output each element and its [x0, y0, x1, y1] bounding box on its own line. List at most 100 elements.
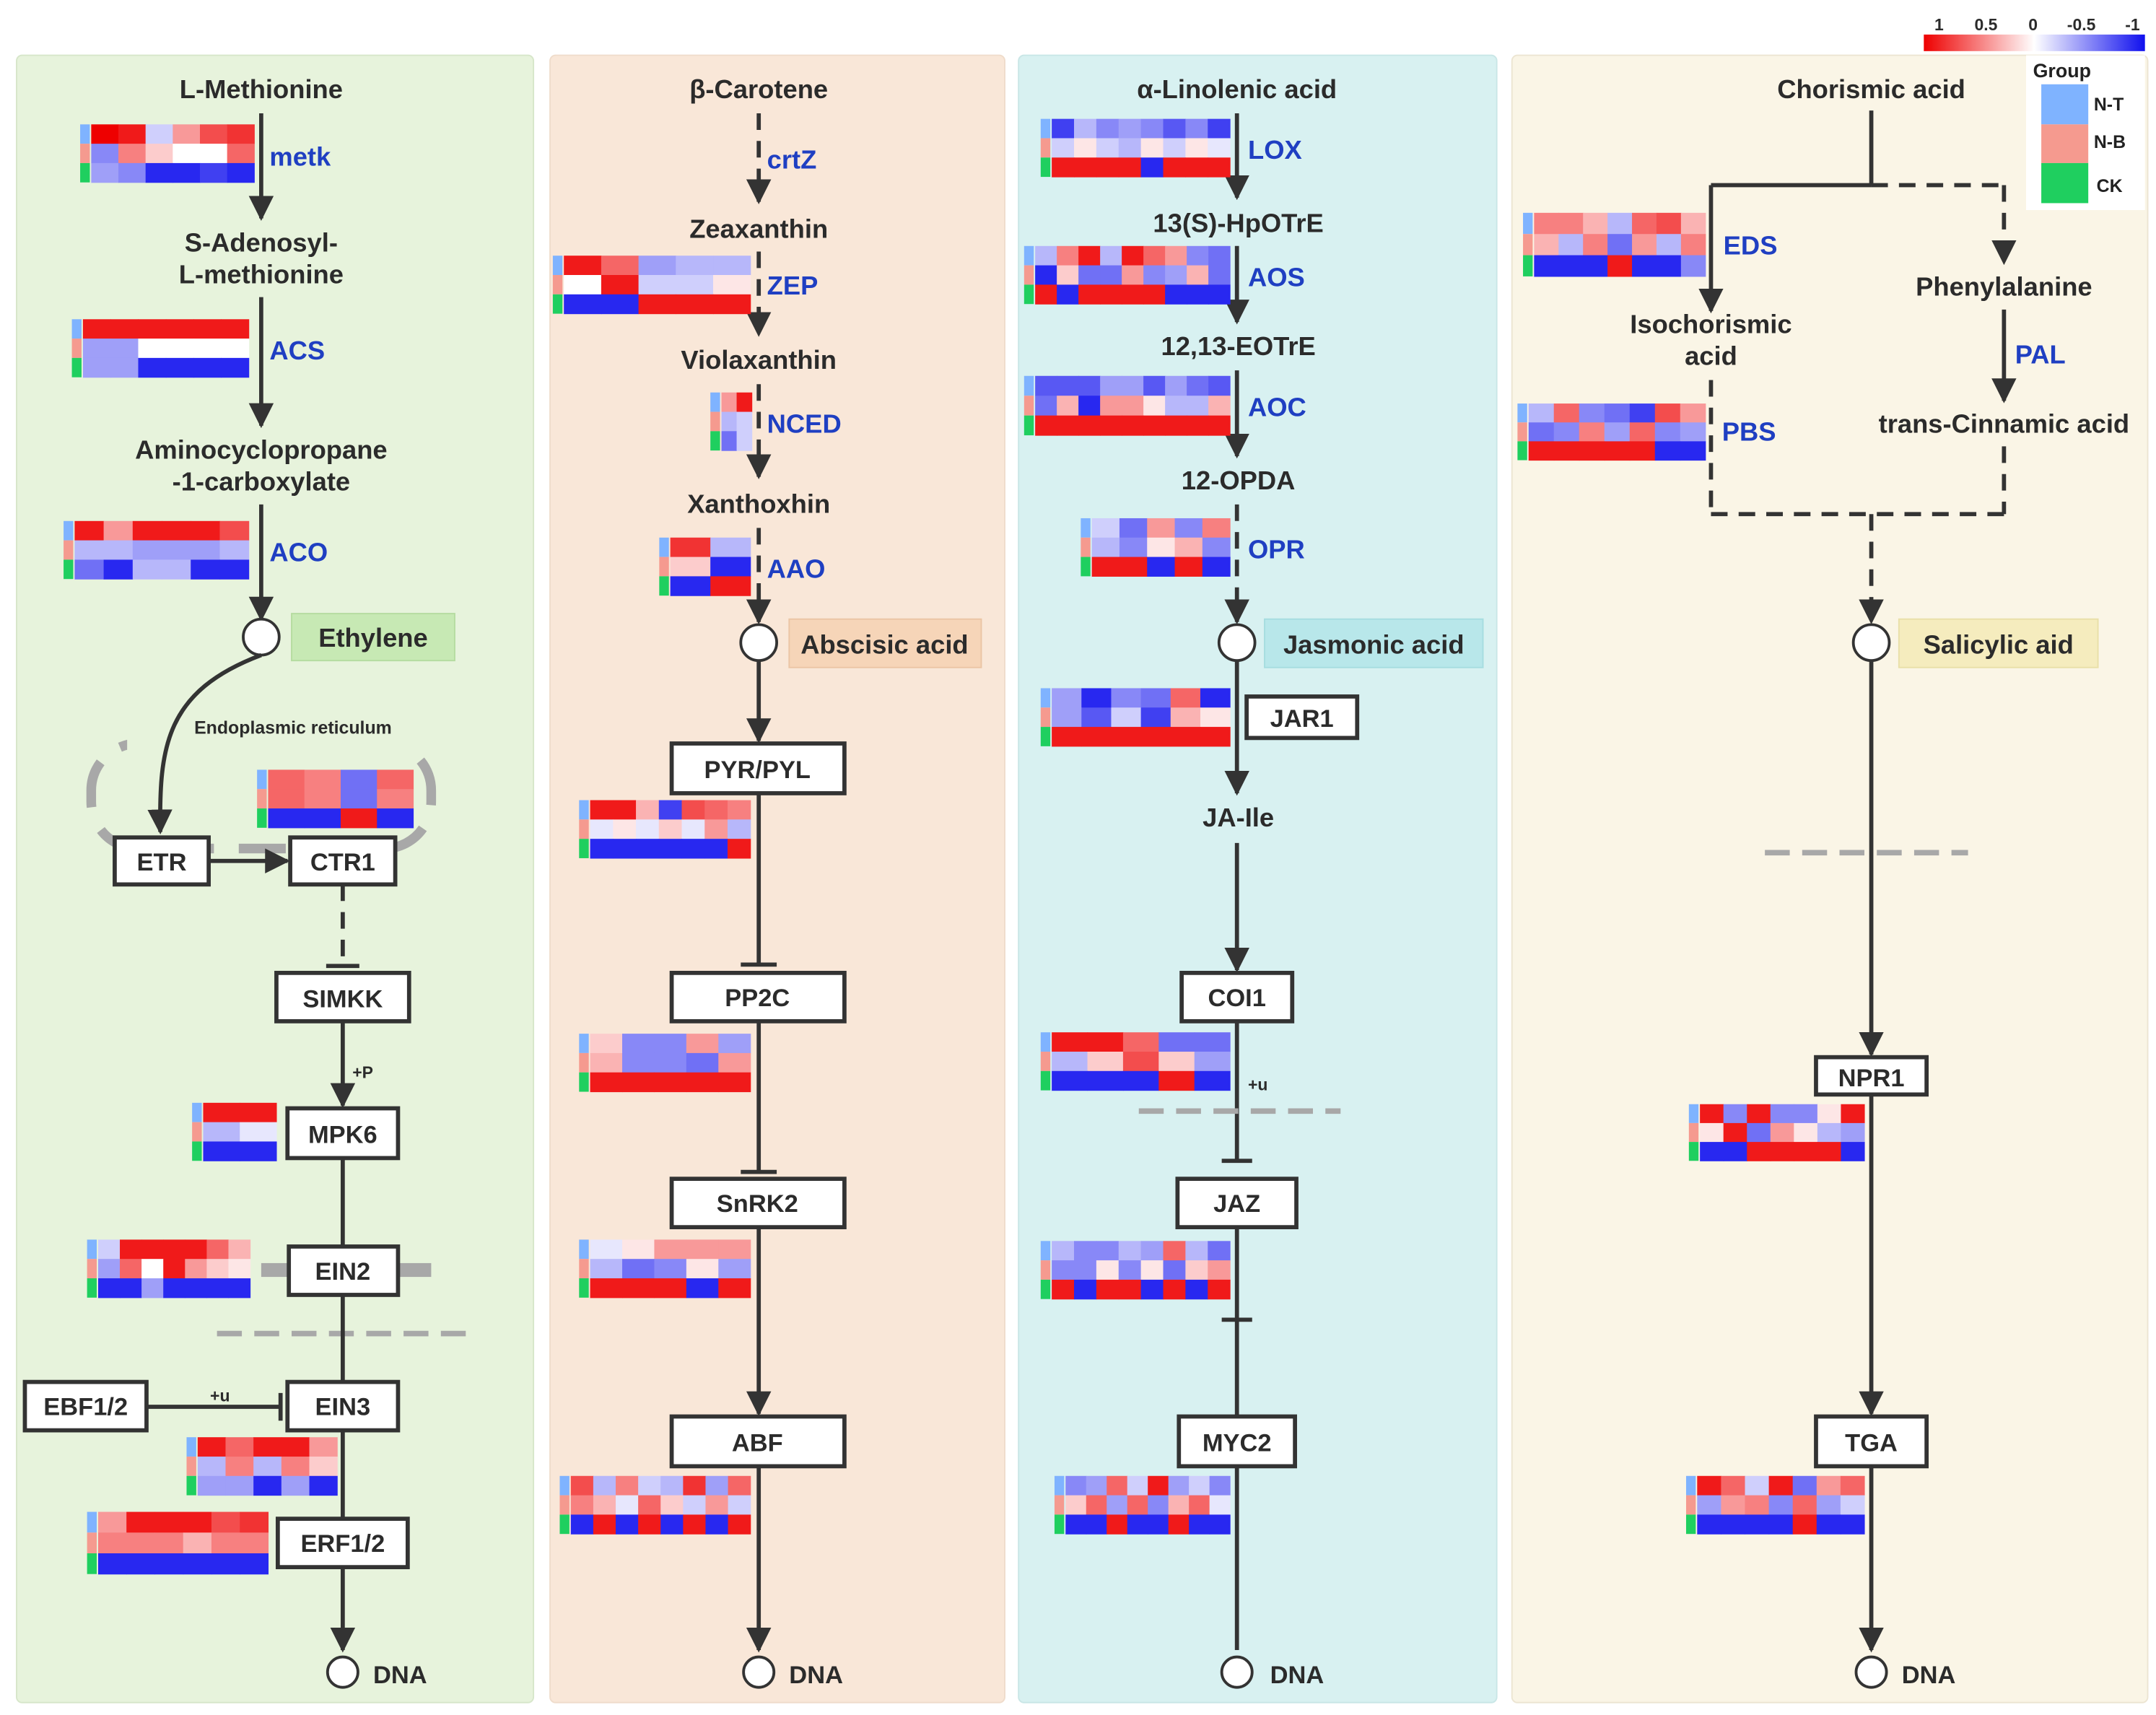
heatmap-cell	[1208, 245, 1231, 266]
heatmap-cell	[1185, 1279, 1208, 1300]
heatmap-cell	[713, 275, 751, 295]
heatmap-cell	[1122, 1051, 1159, 1072]
heatmap-cell	[1745, 1495, 1770, 1515]
heatmap-cell	[1187, 415, 1209, 436]
heatmap-cell	[1841, 1142, 1865, 1161]
ein3-label: EIN3	[315, 1394, 371, 1421]
heatmap-cell	[638, 1475, 661, 1496]
heatmap-cell	[185, 1239, 207, 1260]
heatmap-cell	[145, 162, 173, 183]
heatmap-cell	[91, 124, 119, 144]
heatmap-cell	[1111, 688, 1142, 708]
legend-tick-1: 1	[1934, 15, 1944, 34]
heatmap-cell	[590, 1052, 623, 1073]
heatmap-cell	[1122, 415, 1144, 436]
heatmap-cell	[103, 540, 134, 560]
heatmap-cell	[1680, 255, 1706, 277]
heatmap-cell	[132, 520, 162, 541]
heatmap-cell	[154, 1532, 184, 1554]
heatmap-group-strip	[64, 520, 74, 541]
heatmap-group-strip	[1040, 688, 1051, 708]
heatmap-cell	[141, 1278, 164, 1299]
heatmap-cell	[1140, 157, 1164, 178]
heatmap-cell	[601, 256, 640, 276]
heatmap-cell	[1840, 1514, 1865, 1535]
heatmap-cell	[1119, 518, 1148, 538]
heatmap-cell	[593, 1514, 616, 1535]
ethylene-label-box	[291, 613, 455, 662]
heatmap-cell	[1534, 212, 1559, 235]
heatmap-cell	[120, 1239, 142, 1260]
heatmap-cell	[1700, 1104, 1724, 1124]
heatmap-group-strip	[1024, 415, 1034, 436]
heatmap-cell	[1140, 707, 1171, 728]
heatmap-cell	[1553, 422, 1580, 442]
heatmap-cell	[1163, 1279, 1186, 1300]
heatmap-group-strip	[1040, 1279, 1051, 1299]
heatmap-cell	[686, 1259, 719, 1279]
heatmap-group-strip	[579, 1052, 589, 1073]
heatmap-cell	[1816, 1514, 1841, 1535]
heatmap-cell	[1143, 375, 1166, 396]
heatmap-cell	[1148, 1495, 1169, 1515]
heatmap-cell	[240, 1511, 269, 1533]
heatmap-group-strip	[579, 839, 589, 858]
heatmap-cell	[173, 162, 201, 183]
heatmap-cell	[240, 1553, 269, 1575]
heatmap-cell	[141, 1239, 164, 1260]
heatmap-cell	[377, 769, 414, 790]
heatmap-cell	[1792, 1495, 1817, 1515]
heatmap-cell	[74, 540, 105, 560]
heatmap-cell	[103, 520, 134, 541]
heatmap-cell	[120, 1259, 142, 1279]
heatmap-cell	[654, 1239, 687, 1260]
heatmap-cell	[638, 1514, 661, 1535]
heatmap-cell	[1528, 403, 1555, 423]
heatmap-cell	[710, 557, 751, 577]
heatmap-cell	[1185, 1241, 1208, 1261]
heatmap-cell	[710, 576, 751, 596]
heatmap-group-strip	[710, 411, 720, 432]
heatmap-cell	[616, 1495, 639, 1515]
heatmap-cell	[1143, 265, 1166, 285]
heatmap-group-strip	[579, 1072, 589, 1092]
heatmap-cell	[1558, 234, 1584, 256]
heatmap-cell	[162, 559, 191, 580]
heatmap-group-strip	[87, 1511, 97, 1533]
heatmap-group-strip	[1024, 396, 1034, 416]
heatmap-cell	[1629, 403, 1656, 423]
heatmap-cell	[686, 1239, 719, 1260]
heatmap-cell	[203, 1122, 240, 1143]
heatmap-cell	[199, 162, 228, 183]
ctr1-label: CTR1	[310, 849, 375, 876]
legend-tick-0.5: 0.5	[1975, 15, 1998, 34]
heatmap-group-strip	[1054, 1495, 1065, 1515]
heatmap-cell	[126, 1532, 156, 1554]
enzyme-aos: AOS	[1248, 262, 1305, 292]
heatmap-cell	[570, 1495, 594, 1515]
heatmap-cell	[1607, 234, 1633, 256]
heatmap-cell	[197, 1456, 227, 1477]
heatmap-cell	[253, 1456, 282, 1477]
heatmap-cell	[593, 1475, 616, 1496]
metabolite-linolenic-acid: α-Linolenic acid	[1137, 74, 1337, 104]
mpk6-box	[285, 1106, 401, 1161]
heatmap-cell	[590, 819, 614, 839]
heatmap-group-strip	[1024, 265, 1034, 285]
enzyme-crtz: crtZ	[767, 145, 817, 175]
heatmap-group-strip	[552, 256, 563, 276]
heatmap-cell	[240, 1102, 277, 1123]
erf-label: ERF1/2	[300, 1530, 385, 1558]
heatmap-cell	[1140, 138, 1164, 158]
heatmap-cell	[590, 1239, 623, 1260]
heatmap-cell	[564, 294, 602, 315]
heatmap-cell	[227, 124, 255, 144]
legend-label-ck: CK	[2097, 176, 2123, 196]
heatmap-cell	[1143, 284, 1166, 305]
heatmap-cell	[705, 1495, 729, 1515]
heatmap-cell	[1168, 1495, 1190, 1515]
heatmap-cell	[118, 124, 147, 144]
heatmap-cell	[736, 392, 753, 413]
metabolite-eotre: 12,13-EOTrE	[1161, 331, 1315, 361]
heatmap-group-strip	[80, 162, 90, 183]
